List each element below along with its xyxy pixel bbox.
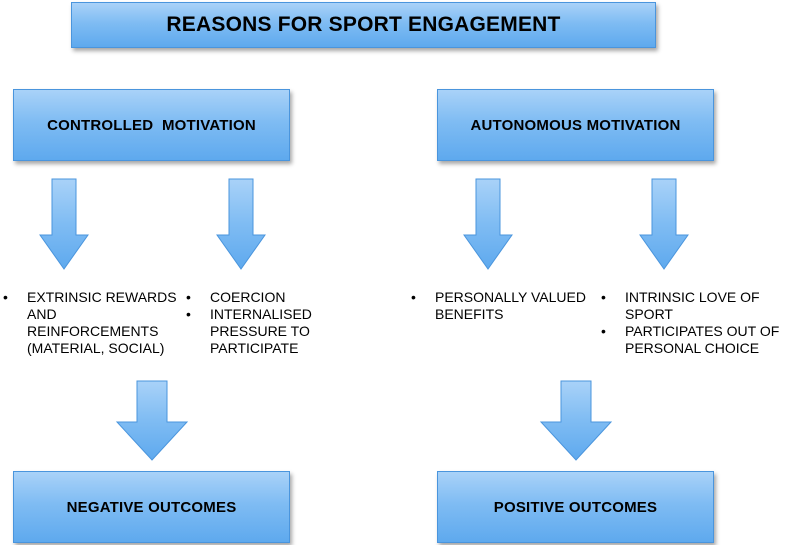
down-arrow-icon — [216, 178, 266, 270]
personally-valued-list: PERSONALLY VALUED BENEFITS — [411, 289, 591, 323]
intrinsic-love-list: INTRINSIC LOVE OF SPORT PARTICIPATES OUT… — [601, 289, 798, 357]
down-arrow-icon — [39, 178, 89, 270]
list-item: PERSONALLY VALUED BENEFITS — [411, 289, 591, 323]
list-item: COERCION — [186, 289, 336, 306]
controlled-motivation-box: CONTROLLED MOTIVATION — [13, 89, 290, 161]
list-item: PARTICIPATES OUT OF PERSONAL CHOICE — [601, 323, 798, 357]
negative-outcomes-box: NEGATIVE OUTCOMES — [13, 471, 290, 543]
down-arrow-icon — [115, 380, 189, 461]
list-item: INTRINSIC LOVE OF SPORT — [601, 289, 798, 323]
positive-outcomes-box: POSITIVE OUTCOMES — [437, 471, 714, 543]
list-item: EXTRINSIC REWARDS AND REINFORCEMENTS (MA… — [3, 289, 183, 357]
coercion-list: COERCION INTERNALISED PRESSURE TO PARTIC… — [186, 289, 336, 357]
list-item: INTERNALISED PRESSURE TO PARTICIPATE — [186, 306, 336, 357]
autonomous-motivation-box: AUTONOMOUS MOTIVATION — [437, 89, 714, 161]
down-arrow-icon — [463, 178, 513, 270]
diagram-title: REASONS FOR SPORT ENGAGEMENT — [71, 2, 656, 48]
down-arrow-icon — [639, 178, 689, 270]
down-arrow-icon — [539, 380, 613, 461]
extrinsic-rewards-list: EXTRINSIC REWARDS AND REINFORCEMENTS (MA… — [3, 289, 183, 357]
